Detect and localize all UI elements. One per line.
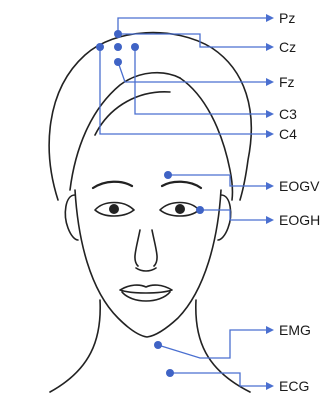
leader-line-fz	[118, 62, 268, 82]
right-eye-pupil	[175, 204, 185, 214]
arrowhead-emg	[266, 326, 274, 334]
neck-left	[50, 300, 100, 392]
arrowhead-fz	[266, 78, 274, 86]
leader-line-eogv	[168, 175, 268, 186]
electrode-eogv-dot	[164, 171, 172, 179]
electrode-ecg-dot	[166, 369, 174, 377]
label-ecg: ECG	[279, 378, 309, 394]
leader-line-cz	[118, 34, 268, 47]
arrowhead-eogh	[266, 216, 274, 224]
leader-line-c4	[100, 47, 268, 134]
arrowhead-c3	[266, 110, 274, 118]
label-c4: C4	[279, 126, 297, 142]
hair-fringe	[70, 73, 180, 190]
label-eogv: EOGV	[279, 178, 319, 194]
leader-line-c3	[135, 47, 268, 114]
label-eogh: EOGH	[279, 212, 320, 228]
arrowhead-cz	[266, 43, 274, 51]
label-cz: Cz	[279, 39, 296, 55]
label-pz: Pz	[279, 10, 295, 26]
electrode-c4-dot	[96, 43, 104, 51]
arrowhead-pz	[266, 14, 274, 22]
label-fz: Fz	[279, 74, 295, 90]
leader-line-emg	[158, 330, 268, 358]
leader-line-eogh	[200, 210, 268, 220]
electrode-cz-dot	[114, 43, 122, 51]
electrode-c3-dot	[131, 43, 139, 51]
label-c3: C3	[279, 106, 297, 122]
nose	[135, 230, 157, 266]
right-eyebrow	[162, 182, 201, 188]
electrode-emg-dot	[154, 341, 162, 349]
arrowhead-c4	[266, 130, 274, 138]
left-eyebrow	[93, 182, 132, 188]
electrode-fz-dot	[114, 58, 122, 66]
upper-lip	[120, 285, 172, 293]
electrode-pz-dot	[114, 30, 122, 38]
electrode-eogh-dot	[196, 206, 204, 214]
leader-line-pz	[118, 18, 268, 34]
left-eye-pupil	[109, 204, 119, 214]
leader-line-ecg	[170, 373, 268, 386]
arrowhead-eogv	[266, 182, 274, 190]
neck-right	[196, 300, 250, 392]
nostrils	[136, 268, 156, 271]
label-emg: EMG	[279, 322, 311, 338]
arrowhead-ecg	[266, 382, 274, 390]
